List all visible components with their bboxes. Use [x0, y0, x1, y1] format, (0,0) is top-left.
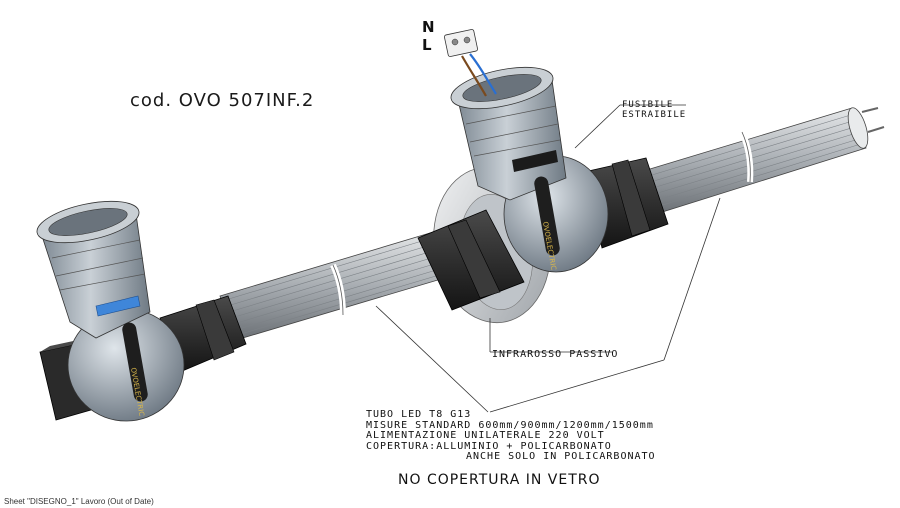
fuse-callout: FUSIBILE ESTRAIBILE: [622, 100, 686, 120]
spec-line-tube: TUBO LED T8 G13: [366, 409, 472, 420]
led-tube-right-segment: [639, 107, 885, 215]
spec-line-sizes: MISURE STANDARD 600mm/900mm/1200mm/1500m…: [366, 419, 654, 431]
sheet-footer: Sheet "DISEGNO_1" Lavoro (Out of Date): [4, 497, 154, 506]
live-wire-label: L: [422, 36, 432, 54]
led-tube-left-segment: [219, 229, 459, 341]
fuse-callout-line-2: ESTRAIBILE: [622, 110, 687, 120]
spec-line-cover-alt: ANCHE SOLO IN POLICARBONATO: [466, 451, 656, 462]
left-end-cap-fixture: OVOELECTRIC: [36, 200, 247, 422]
middle-fixture-pir: OVOELECTRIC: [417, 29, 669, 324]
leader-lines: [375, 104, 721, 413]
product-code: cod. OVO 507INF.2: [130, 90, 315, 111]
glass-note: NO COPERTURA IN VETRO: [398, 472, 601, 488]
infrared-callout: INFRAROSSO PASSIVO: [492, 349, 619, 360]
spec-line-cover: COPERTURA:ALLUMINIO + POLICARBONATO: [366, 440, 612, 452]
fuse-callout-line-1: FUSIBILE: [622, 100, 674, 110]
spec-line-power: ALIMENTAZIONE UNILATERALE 220 VOLT: [366, 430, 605, 441]
spec-callout: TUBO LED T8 G13 MISURE STANDARD 600mm/90…: [366, 409, 656, 463]
neutral-wire-label: N: [422, 18, 435, 36]
